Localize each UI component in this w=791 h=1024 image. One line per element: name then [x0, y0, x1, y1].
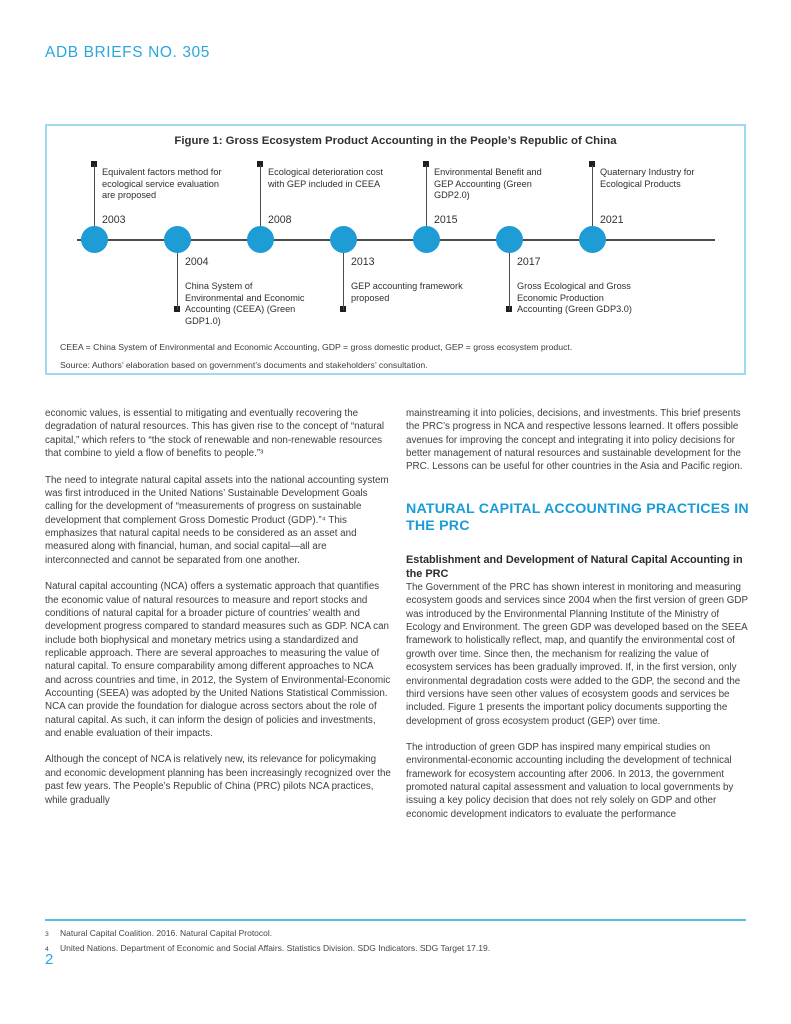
section-heading: NATURAL CAPITAL ACCOUNTING PRACTICES IN …: [406, 500, 749, 535]
milestone-dot: [496, 226, 523, 253]
milestone-dot: [579, 226, 606, 253]
footnote-marker: 4: [45, 945, 49, 953]
milestone-stem: [176, 253, 178, 310]
milestone-dot: [413, 226, 440, 253]
milestone-year: 2021: [600, 214, 624, 226]
footnote-text: Natural Capital Coalition. 2016. Natural…: [60, 928, 273, 938]
milestone-label: Gross Ecological and Gross Economic Prod…: [517, 281, 632, 315]
milestone-stem: [508, 253, 510, 310]
footnote: 3 Natural Capital Coalition. 2016. Natur…: [45, 927, 746, 942]
milestone-stem: [591, 165, 593, 227]
paragraph: The Government of the PRC has shown inte…: [406, 582, 748, 727]
body-column-left: economic values, is essential to mitigat…: [45, 407, 391, 820]
milestone-marker-square: [589, 161, 595, 167]
milestone-label: Environmental Benefit and GEP Accounting…: [434, 167, 542, 201]
figure-abbreviations: CEEA = China System of Environmental and…: [60, 342, 573, 352]
body-column-right: mainstreaming it into policies, decision…: [406, 407, 752, 834]
milestone-year: 2013: [351, 256, 375, 268]
milestone-stem: [259, 165, 261, 227]
milestone-year: 2017: [517, 256, 541, 268]
figure-title: Figure 1: Gross Ecosystem Product Accoun…: [174, 135, 617, 147]
paragraph: economic values, is essential to mitigat…: [45, 408, 385, 460]
milestone-year: 2003: [102, 214, 126, 226]
milestone-year: 2015: [434, 214, 458, 226]
milestone-stem: [342, 253, 344, 310]
milestone-stem: [93, 165, 95, 227]
milestone-dot: [81, 226, 108, 253]
milestone-label: GEP accounting framework proposed: [351, 281, 463, 303]
paragraph: Although the concept of NCA is relativel…: [45, 754, 391, 806]
milestone-dot: [330, 226, 357, 253]
paragraph: The introduction of green GDP has inspir…: [406, 742, 734, 820]
footnote-divider: [45, 919, 746, 921]
milestone-dot: [247, 226, 274, 253]
milestone-dot: [164, 226, 191, 253]
milestone-year: 2008: [268, 214, 292, 226]
brief-series-header: ADB BRIEFS NO. 305: [45, 44, 210, 61]
paragraph: mainstreaming it into policies, decision…: [406, 408, 743, 473]
milestone-label: Equivalent factors method for ecological…: [102, 167, 222, 201]
timeline-axis: [77, 239, 715, 241]
milestone-label: Ecological deterioration cost with GEP i…: [268, 167, 383, 189]
footnote-text: United Nations. Department of Economic a…: [60, 942, 491, 953]
figure-1-box: Figure 1: Gross Ecosystem Product Accoun…: [45, 124, 746, 375]
milestone-stem: [425, 165, 427, 227]
subsection-heading: Establishment and Development of Natural…: [406, 553, 743, 580]
milestone-marker-square: [91, 161, 97, 167]
milestone-marker-square: [423, 161, 429, 167]
paragraph: The need to integrate natural capital as…: [45, 474, 389, 566]
milestone-label: China System of Environmental and Econom…: [185, 281, 305, 327]
footnotes: 3 Natural Capital Coalition. 2016. Natur…: [45, 927, 746, 956]
paragraph: Natural capital accounting (NCA) offers …: [45, 581, 391, 739]
footnote-marker: 3: [45, 931, 49, 938]
milestone-marker-square: [257, 161, 263, 167]
figure-source: Source: Authors’ elaboration based on go…: [60, 360, 428, 370]
milestone-year: 2004: [185, 256, 209, 268]
footnote: 4 United Nations. Department of Economic…: [45, 942, 746, 957]
milestone-label: Quaternary Industry for Ecological Produ…: [600, 167, 695, 189]
page-number: 2: [45, 951, 54, 968]
figure-notes: CEEA = China System of Environmental and…: [60, 338, 735, 374]
